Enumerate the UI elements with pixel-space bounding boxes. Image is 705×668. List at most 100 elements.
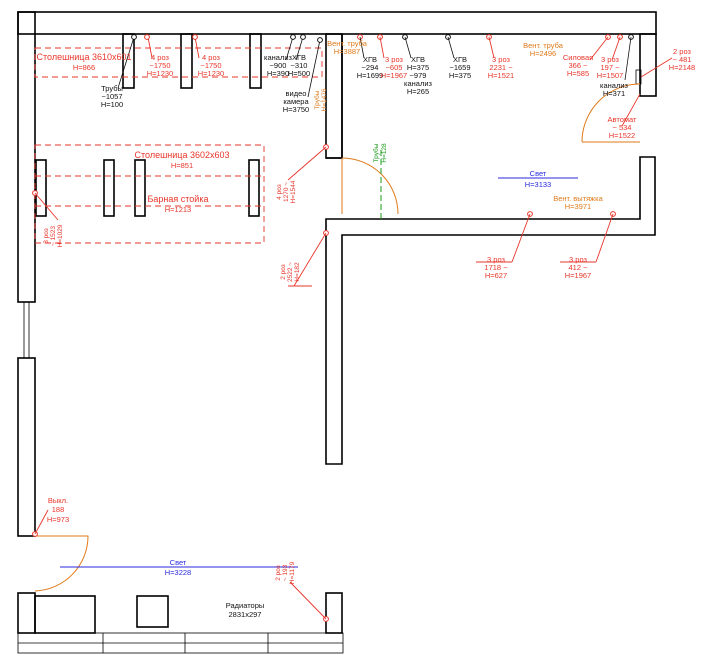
cold-water-d-label: ХГВ [453, 55, 467, 64]
svg-text:H=500: H=500 [288, 69, 310, 78]
svg-text:H=265: H=265 [407, 87, 429, 96]
svg-text:2831x297: 2831x297 [229, 610, 262, 619]
svg-text:2231 ~: 2231 ~ [489, 63, 513, 72]
worktop-top-label: Столешница 3610x601 [36, 52, 131, 62]
sockets-d-label: 3 роз [492, 55, 511, 64]
svg-text:Трубы: Трубы [313, 90, 321, 109]
worktop-mid-label: Столешница 3602x603 [134, 150, 229, 160]
pipes-top-label: Трубы [101, 84, 123, 93]
svg-text:H=973: H=973 [47, 515, 69, 524]
vent-pipe-a-label: Вент. труба [327, 39, 368, 48]
top-wall [17, 11, 657, 35]
column-4 [35, 159, 47, 217]
svg-text:H=1179: H=1179 [289, 561, 296, 584]
svg-text:H=1213: H=1213 [165, 205, 191, 214]
svg-text:1270 ~: 1270 ~ [283, 182, 290, 202]
radiators-label: Радиаторы [226, 601, 265, 610]
svg-text:H=390: H=390 [267, 69, 289, 78]
svg-text:H=182: H=182 [294, 262, 301, 282]
left-wall-lower [17, 357, 36, 537]
left-wall-upper [17, 11, 36, 303]
svg-text:H=1522: H=1522 [609, 131, 635, 140]
light-right-label: Свет [530, 169, 547, 178]
svg-text:~ 481: ~ 481 [673, 55, 692, 64]
svg-text:~900: ~900 [270, 61, 287, 70]
svg-text:H=3971: H=3971 [565, 202, 591, 211]
corridor-wall [325, 156, 656, 465]
svg-text:H=2496: H=2496 [530, 49, 556, 58]
svg-text:H=1699: H=1699 [357, 71, 383, 80]
svg-text:H=585: H=585 [567, 69, 589, 78]
svg-text:H=3228: H=3228 [165, 568, 191, 577]
switch-label: Выкл. [48, 496, 68, 505]
svg-text:H=1476: H=1476 [321, 88, 328, 111]
svg-text:H=1544: H=1544 [290, 180, 297, 203]
svg-text:камера: камера [283, 97, 309, 106]
sewer-b-label: канализ [600, 81, 628, 90]
doors [34, 83, 641, 592]
svg-text:~1057: ~1057 [101, 92, 122, 101]
svg-text:H=1029: H=1029 [57, 224, 64, 247]
pipe-point [131, 34, 137, 40]
pipes-green-label: Трубы H=128 [372, 143, 388, 163]
svg-text:H=375: H=375 [449, 71, 471, 80]
svg-text:H=2148: H=2148 [669, 63, 695, 72]
svg-text:~605: ~605 [386, 63, 403, 72]
svg-text:~979: ~979 [410, 71, 427, 80]
sockets-f-label: 2 роз [673, 47, 692, 56]
svg-text:~1750: ~1750 [200, 61, 221, 70]
sockets-b-label: 4 роз [202, 53, 221, 62]
cold-water-c-label: ХГВ [411, 55, 425, 64]
svg-text:H=627: H=627 [485, 271, 507, 280]
sockets-l-label: 2 роз ~ 193 H=1179 [275, 561, 296, 584]
svg-text:~ 1523: ~ 1523 [50, 226, 57, 246]
column-7 [248, 159, 260, 217]
svg-text:H=128: H=128 [381, 143, 388, 163]
svg-text:H=1967: H=1967 [381, 71, 407, 80]
column-5 [103, 159, 115, 217]
door-swing-corridor [341, 157, 399, 215]
sockets-e-label: 3 роз [601, 55, 620, 64]
column-3 [249, 33, 262, 89]
right-wall-stub [639, 33, 657, 97]
vertical-pipe-label: Трубы H=1476 [313, 88, 328, 111]
worktop-top-outline [34, 47, 323, 78]
svg-text:~ 534: ~ 534 [613, 123, 632, 132]
svg-text:412 ~: 412 ~ [569, 263, 589, 272]
exhaust-label: Вент. вытяжка [553, 194, 603, 203]
svg-text:~310: ~310 [291, 61, 308, 70]
radiator-1 [34, 595, 96, 634]
svg-text:366 ~: 366 ~ [569, 61, 589, 70]
sockets-i-label: 3 роз [569, 255, 588, 264]
svg-text:канализ: канализ [404, 79, 432, 88]
breaker-label: Автомат [608, 115, 638, 124]
svg-text:2 роз: 2 роз [275, 565, 282, 581]
light-bottom-label: Свет [170, 558, 187, 567]
sockets-j-label: 3 роз ~ 1523 H=1029 [43, 224, 64, 247]
leader-lines [32, 34, 673, 622]
svg-text:H=1230: H=1230 [198, 69, 224, 78]
sockets-a-label: 4 роз [151, 53, 170, 62]
sockets-h-label: 3 роз [487, 255, 506, 264]
svg-text:H=851: H=851 [171, 161, 193, 170]
svg-text:2 роз: 2 роз [280, 264, 287, 280]
svg-text:H=3887: H=3887 [334, 47, 360, 56]
svg-text:H=1521: H=1521 [488, 71, 514, 80]
bottom-left-wall [17, 592, 36, 634]
column-2 [180, 33, 193, 89]
door-swing-right [581, 83, 641, 143]
svg-text:H=1967: H=1967 [565, 271, 591, 280]
svg-text:H=100: H=100 [101, 100, 123, 109]
door-swing-bottom [34, 535, 89, 592]
camera-label: видео [286, 89, 307, 98]
svg-text:Трубы: Трубы [372, 143, 380, 162]
cold-water-a-label: ХГВ [292, 53, 306, 62]
svg-text:H=1507: H=1507 [597, 71, 623, 80]
svg-text:~294: ~294 [362, 63, 379, 72]
power-socket-label: Силовая [563, 53, 593, 62]
svg-text:2522 ~: 2522 ~ [287, 262, 294, 282]
vent-pipe-b-label: Вент. труба [523, 41, 564, 50]
sewer-a-label: канализ [264, 53, 292, 62]
svg-text:4 роз: 4 роз [276, 184, 283, 200]
svg-text:H=866: H=866 [73, 63, 95, 72]
